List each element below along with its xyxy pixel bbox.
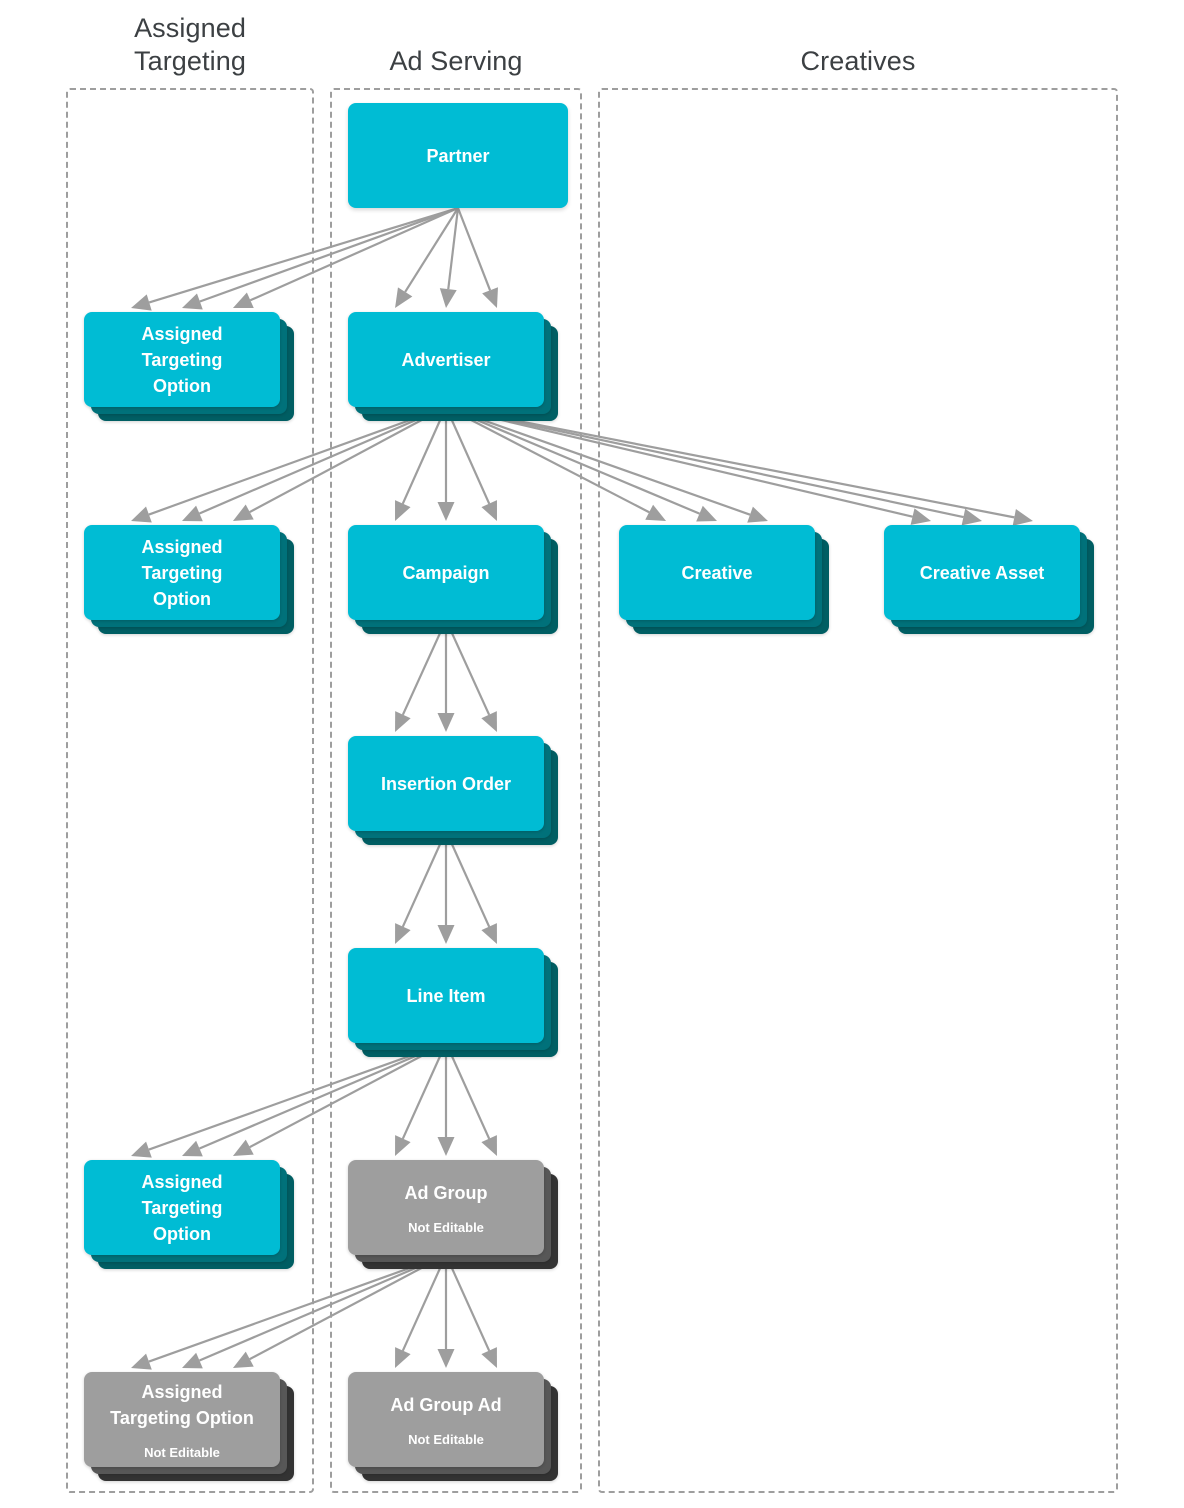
- node-ato-line-item[interactable]: Assigned Targeting Option: [84, 1160, 294, 1269]
- node-not-editable-badge: Not Editable: [144, 1444, 220, 1460]
- swimlane-ad-serving: [330, 88, 582, 1493]
- node-face[interactable]: Insertion Order: [348, 736, 544, 831]
- node-face[interactable]: Creative: [619, 525, 815, 620]
- node-campaign[interactable]: Campaign: [348, 525, 558, 634]
- node-title: Insertion Order: [380, 773, 512, 794]
- node-face[interactable]: Assigned Targeting Option: [84, 312, 280, 407]
- node-ad-group-ad[interactable]: Ad Group Ad Not Editable: [348, 1372, 558, 1481]
- node-title: Assigned Targeting Option: [141, 323, 223, 396]
- node-not-editable-badge: Not Editable: [408, 1431, 484, 1447]
- node-title: Assigned Targeting Option: [141, 536, 223, 609]
- node-title: Advertiser: [401, 349, 491, 370]
- node-title: Ad Group: [404, 1182, 488, 1203]
- node-partner[interactable]: Partner: [348, 103, 568, 208]
- swimlane-creatives: [598, 88, 1118, 1493]
- node-face[interactable]: Campaign: [348, 525, 544, 620]
- node-face[interactable]: Assigned Targeting Option: [84, 1160, 280, 1255]
- node-ato-advertiser[interactable]: Assigned Targeting Option: [84, 525, 294, 634]
- column-header-assigned-targeting: Assigned Targeting: [134, 13, 246, 76]
- column-header-creatives: Creatives: [800, 46, 916, 76]
- node-face[interactable]: Partner: [348, 103, 568, 208]
- node-not-editable-badge: Not Editable: [408, 1219, 484, 1235]
- node-creative[interactable]: Creative: [619, 525, 829, 634]
- swimlane-assigned-targeting: [66, 88, 314, 1493]
- node-line-item[interactable]: Line Item: [348, 948, 558, 1057]
- node-title: Partner: [426, 145, 490, 166]
- node-title: Ad Group Ad: [390, 1394, 502, 1415]
- node-title: Campaign: [402, 562, 490, 583]
- node-face[interactable]: Ad Group Ad Not Editable: [348, 1372, 544, 1467]
- node-face[interactable]: Assigned Targeting Option: [84, 525, 280, 620]
- node-insertion-order[interactable]: Insertion Order: [348, 736, 558, 845]
- node-ato-partner[interactable]: Assigned Targeting Option: [84, 312, 294, 421]
- node-title: Assigned Targeting Option: [141, 1171, 223, 1244]
- node-title: Creative: [681, 562, 753, 583]
- node-creative-asset[interactable]: Creative Asset: [884, 525, 1094, 634]
- node-title: Assigned Targeting Option: [110, 1381, 254, 1428]
- column-header-ad-serving: Ad Serving: [389, 46, 523, 76]
- node-title: Line Item: [406, 985, 486, 1006]
- node-face[interactable]: Advertiser: [348, 312, 544, 407]
- node-advertiser[interactable]: Advertiser: [348, 312, 558, 421]
- node-title: Creative Asset: [919, 562, 1045, 583]
- node-face[interactable]: Line Item: [348, 948, 544, 1043]
- node-face[interactable]: Creative Asset: [884, 525, 1080, 620]
